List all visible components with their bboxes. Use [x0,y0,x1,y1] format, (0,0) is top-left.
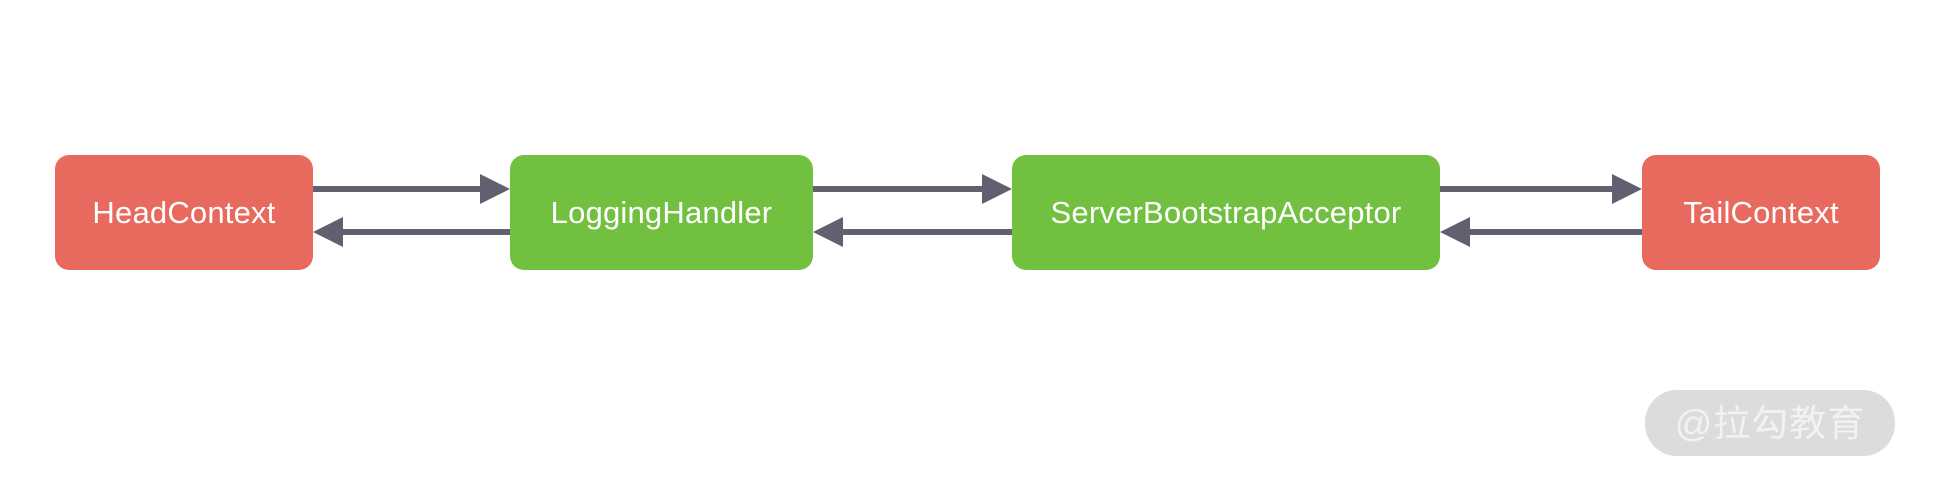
arrow-svg-edge-logging-to-acceptor [813,174,1012,204]
arrow-shaft [1470,229,1642,235]
arrow-svg-edge-tail-to-acceptor [1440,217,1642,247]
node-logging-handler[interactable]: LoggingHandler [510,155,813,270]
arrow-head-left [313,217,343,247]
node-tail-context[interactable]: TailContext [1642,155,1880,270]
node-label-logging-handler: LoggingHandler [550,195,773,230]
watermark-badge: @拉勾教育 [1645,390,1895,456]
node-head-context[interactable]: HeadContext [55,155,313,270]
arrow-head-right [982,174,1012,204]
arrow-edge-acceptor-to-logging [813,215,1012,249]
arrow-edge-logging-to-head [313,215,510,249]
node-label-server-bootstrap-acceptor: ServerBootstrapAcceptor [1050,195,1402,230]
arrow-svg-edge-logging-to-head [313,217,510,247]
arrow-shaft [343,229,510,235]
node-label-tail-context: TailContext [1683,195,1839,230]
arrow-head-right [1612,174,1642,204]
arrow-head-left [813,217,843,247]
arrow-svg-edge-head-to-logging [313,174,510,204]
arrow-edge-logging-to-acceptor [813,172,1012,206]
node-server-bootstrap-acceptor[interactable]: ServerBootstrapAcceptor [1012,155,1440,270]
arrow-shaft [843,229,1012,235]
watermark-label: @拉勾教育 [1674,402,1866,444]
arrow-shaft [1440,186,1612,192]
arrow-edge-tail-to-acceptor [1440,215,1642,249]
arrow-shaft [313,186,480,192]
arrow-svg-edge-acceptor-to-logging [813,217,1012,247]
arrow-svg-edge-acceptor-to-tail [1440,174,1642,204]
arrow-head-left [1440,217,1470,247]
arrow-edge-acceptor-to-tail [1440,172,1642,206]
arrow-edge-head-to-logging [313,172,510,206]
arrow-shaft [813,186,982,192]
node-label-head-context: HeadContext [92,195,276,230]
arrow-head-right [480,174,510,204]
